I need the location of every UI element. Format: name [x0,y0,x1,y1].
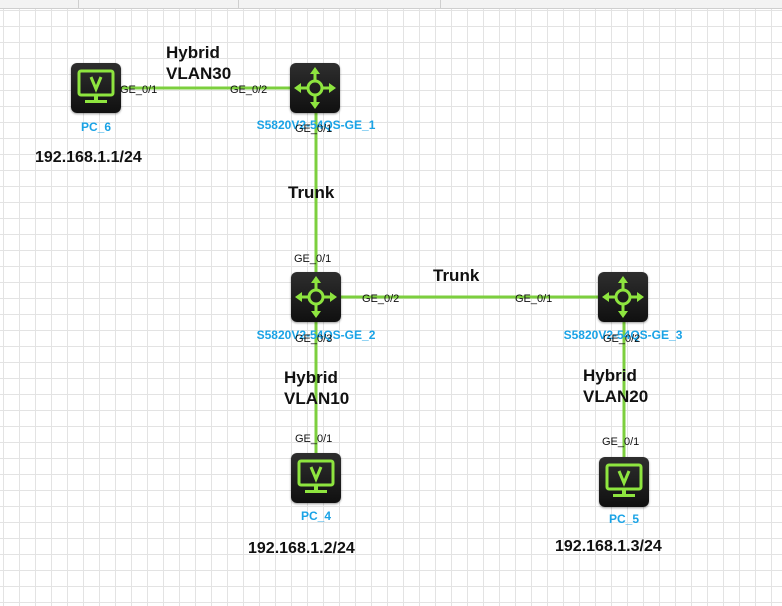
router-switch-icon [294,67,336,109]
pc5-ip: 192.168.1.3/24 [555,538,662,555]
sw3-device[interactable] [598,272,648,322]
pc6-ip: 192.168.1.1/24 [35,149,142,166]
router-switch-icon [295,276,337,318]
monitor-icon [605,463,643,497]
sw2-sw3-link-label: Trunk [433,266,480,285]
pc6-device[interactable] [71,63,121,113]
tab[interactable] [0,0,79,8]
pc6-label: PC_6 [80,120,112,134]
top-tab-bar [0,0,782,9]
sw1-label: S5820V2-54QS-GE_1 [256,118,376,132]
sw3-pc5-link-label: Hybrid VLAN20 [583,365,648,407]
sw3-port-ge02-label: GE_0/2 [603,333,641,345]
sw2-port-ge02-label: GE_0/2 [362,293,400,305]
sw3-port-ge01-label: GE_0/1 [515,293,553,305]
vlan-text: VLAN30 [166,64,232,83]
pc6-port-label: GE_0/1 [120,84,158,96]
link-mode-text: Hybrid [583,366,637,385]
pc4-device[interactable] [291,453,341,503]
pc4-label: PC_4 [300,509,332,523]
link-mode-text: Hybrid [166,43,220,62]
sw2-port-ge01-label: GE_0/1 [294,253,332,265]
sw1-device[interactable] [290,63,340,113]
pc4-ip: 192.168.1.2/24 [248,540,355,557]
sw1-sw2-link-label: Trunk [288,183,335,202]
pc5-port-label: GE_0/1 [602,436,640,448]
sw2-label: S5820V2-54QS-GE_2 [256,328,376,342]
pc5-label: PC_5 [608,512,640,526]
sw2-pc4-link-label: Hybrid VLAN10 [284,367,349,409]
link-mode-text: Hybrid [284,368,338,387]
tab[interactable] [78,0,239,8]
sw2-device[interactable] [291,272,341,322]
pc6-sw1-link-label: Hybrid VLAN30 [166,42,231,84]
tab[interactable] [238,0,441,8]
pc5-device[interactable] [599,457,649,507]
vlan-text: VLAN10 [284,389,350,408]
sw1-port-ge02-label: GE_0/2 [230,84,268,96]
sw1-port-ge01-label: GE_0/1 [295,123,333,135]
vlan-text: VLAN20 [583,387,649,406]
sw2-port-ge03-label: GE_0/3 [295,333,333,345]
router-switch-icon [602,276,644,318]
monitor-icon [77,69,115,103]
pc4-port-label: GE_0/1 [295,433,333,445]
monitor-icon [297,459,335,493]
sw3-label: S5820V2-54QS-GE_3 [563,328,683,342]
